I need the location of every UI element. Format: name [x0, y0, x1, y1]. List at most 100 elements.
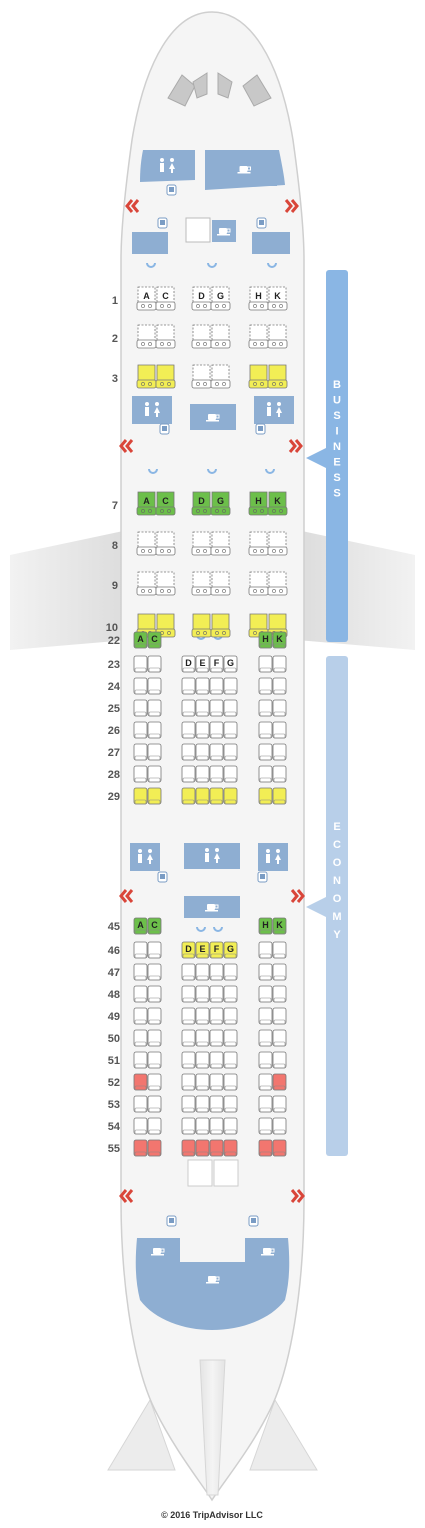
seat-1G[interactable]: G — [210, 286, 231, 311]
seat-50F[interactable] — [209, 1029, 224, 1047]
exit-icon[interactable] — [288, 439, 303, 453]
seat-27G[interactable] — [223, 743, 238, 761]
seat-28F[interactable] — [209, 765, 224, 783]
seat-50D[interactable] — [181, 1029, 196, 1047]
seat-24F[interactable] — [209, 677, 224, 695]
seat-46E[interactable]: E — [195, 941, 210, 959]
seat-52G[interactable] — [223, 1073, 238, 1091]
seat-47F[interactable] — [209, 963, 224, 981]
seat-8K[interactable] — [267, 531, 288, 556]
seat-51G[interactable] — [223, 1051, 238, 1069]
seat-48E[interactable] — [195, 985, 210, 1003]
seat-54F[interactable] — [209, 1117, 224, 1135]
seat-48A[interactable] — [133, 985, 148, 1003]
seat-48F[interactable] — [209, 985, 224, 1003]
seat-48D[interactable] — [181, 985, 196, 1003]
seat-9A[interactable] — [136, 571, 157, 596]
seat-50E[interactable] — [195, 1029, 210, 1047]
seat-3C[interactable] — [155, 364, 176, 389]
seat-27K[interactable] — [272, 743, 287, 761]
seat-2G[interactable] — [210, 324, 231, 349]
seat-25G[interactable] — [223, 699, 238, 717]
seat-1A[interactable]: A — [136, 286, 157, 311]
seat-49A[interactable] — [133, 1007, 148, 1025]
seat-28C[interactable] — [147, 765, 162, 783]
seat-23F[interactable]: F — [209, 655, 224, 673]
seat-10G[interactable] — [210, 613, 231, 638]
seat-26K[interactable] — [272, 721, 287, 739]
seat-8D[interactable] — [191, 531, 212, 556]
seat-9G[interactable] — [210, 571, 231, 596]
seat-27H[interactable] — [258, 743, 273, 761]
seat-8C[interactable] — [155, 531, 176, 556]
seat-28A[interactable] — [133, 765, 148, 783]
seat-50A[interactable] — [133, 1029, 148, 1047]
seat-10D[interactable] — [191, 613, 212, 638]
seat-9H[interactable] — [248, 571, 269, 596]
seat-51A[interactable] — [133, 1051, 148, 1069]
seat-53E[interactable] — [195, 1095, 210, 1113]
seat-3G[interactable] — [210, 364, 231, 389]
seat-46F[interactable]: F — [209, 941, 224, 959]
seat-45K[interactable]: K — [272, 917, 287, 935]
seat-26D[interactable] — [181, 721, 196, 739]
exit-icon[interactable] — [290, 1189, 305, 1203]
seat-45C[interactable]: C — [147, 917, 162, 935]
seat-3A[interactable] — [136, 364, 157, 389]
seat-24K[interactable] — [272, 677, 287, 695]
seat-24E[interactable] — [195, 677, 210, 695]
seat-53H[interactable] — [258, 1095, 273, 1113]
seat-54E[interactable] — [195, 1117, 210, 1135]
seat-50H[interactable] — [258, 1029, 273, 1047]
seat-55G[interactable] — [223, 1139, 238, 1157]
exit-icon[interactable] — [119, 889, 134, 903]
seat-27A[interactable] — [133, 743, 148, 761]
seat-50K[interactable] — [272, 1029, 287, 1047]
seat-25F[interactable] — [209, 699, 224, 717]
seat-46C[interactable] — [147, 941, 162, 959]
seat-49H[interactable] — [258, 1007, 273, 1025]
seat-7A[interactable]: A — [136, 491, 157, 516]
seat-49K[interactable] — [272, 1007, 287, 1025]
exit-icon[interactable] — [119, 439, 134, 453]
seat-29K[interactable] — [272, 787, 287, 805]
seat-52F[interactable] — [209, 1073, 224, 1091]
seat-24G[interactable] — [223, 677, 238, 695]
seat-24H[interactable] — [258, 677, 273, 695]
seat-47G[interactable] — [223, 963, 238, 981]
seat-49F[interactable] — [209, 1007, 224, 1025]
seat-53F[interactable] — [209, 1095, 224, 1113]
seat-27D[interactable] — [181, 743, 196, 761]
seat-7D[interactable]: D — [191, 491, 212, 516]
seat-8H[interactable] — [248, 531, 269, 556]
seat-47H[interactable] — [258, 963, 273, 981]
seat-48C[interactable] — [147, 985, 162, 1003]
seat-8G[interactable] — [210, 531, 231, 556]
seat-54H[interactable] — [258, 1117, 273, 1135]
seat-52A[interactable] — [133, 1073, 148, 1091]
seat-54D[interactable] — [181, 1117, 196, 1135]
seat-55D[interactable] — [181, 1139, 196, 1157]
seat-7K[interactable]: K — [267, 491, 288, 516]
seat-52D[interactable] — [181, 1073, 196, 1091]
seat-23G[interactable]: G — [223, 655, 238, 673]
seat-51H[interactable] — [258, 1051, 273, 1069]
seat-22C[interactable]: C — [147, 631, 162, 649]
seat-2A[interactable] — [136, 324, 157, 349]
seat-28H[interactable] — [258, 765, 273, 783]
seat-54K[interactable] — [272, 1117, 287, 1135]
seat-51D[interactable] — [181, 1051, 196, 1069]
seat-53A[interactable] — [133, 1095, 148, 1113]
seat-1H[interactable]: H — [248, 286, 269, 311]
seat-29F[interactable] — [209, 787, 224, 805]
seat-24D[interactable] — [181, 677, 196, 695]
seat-1D[interactable]: D — [191, 286, 212, 311]
seat-3H[interactable] — [248, 364, 269, 389]
seat-55E[interactable] — [195, 1139, 210, 1157]
seat-50C[interactable] — [147, 1029, 162, 1047]
seat-29A[interactable] — [133, 787, 148, 805]
seat-2D[interactable] — [191, 324, 212, 349]
seat-53G[interactable] — [223, 1095, 238, 1113]
seat-1C[interactable]: C — [155, 286, 176, 311]
seat-53K[interactable] — [272, 1095, 287, 1113]
